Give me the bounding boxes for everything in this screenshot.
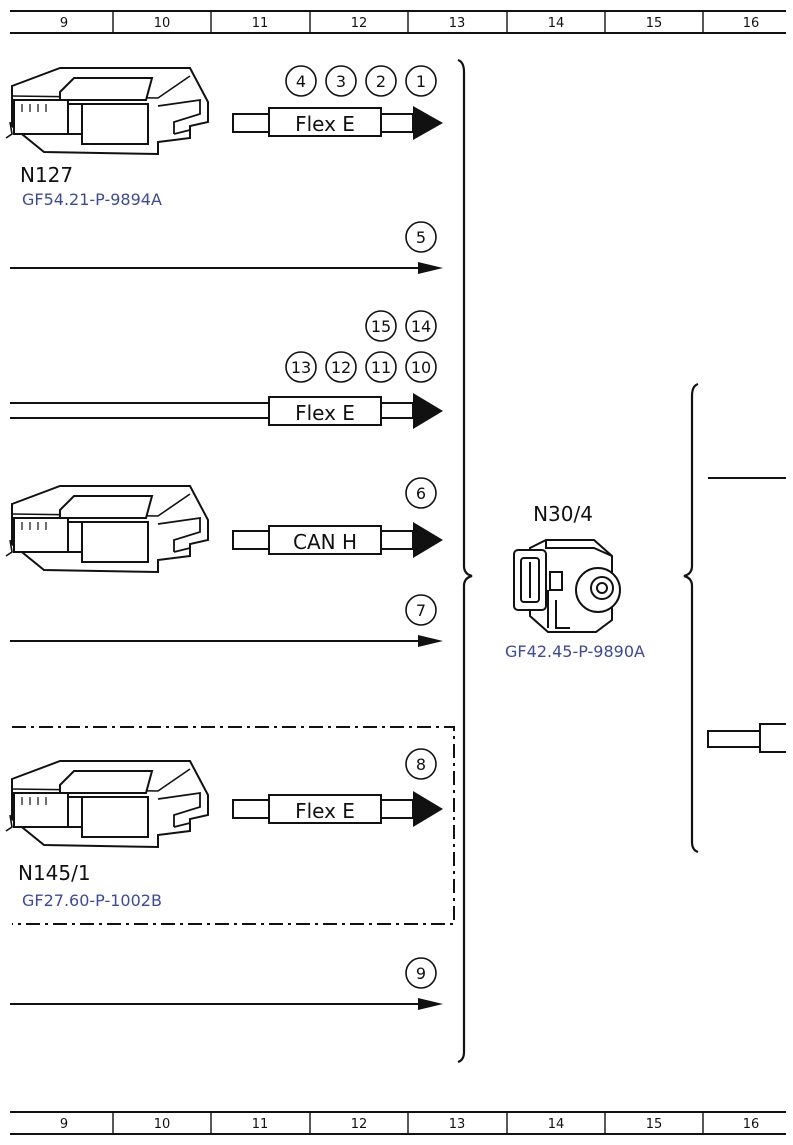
bus-right-partial [707, 723, 786, 753]
svg-text:7: 7 [416, 601, 426, 620]
svg-text:5: 5 [416, 228, 426, 247]
n145-1-label: N145/1 [18, 861, 91, 885]
callout-10: 10 [405, 351, 437, 383]
ruler-top-9: 9 [60, 16, 68, 31]
callout-11: 11 [365, 351, 397, 383]
bus-can-h: CAN H [232, 522, 443, 558]
svg-text:6: 6 [416, 484, 426, 503]
brace-right [683, 382, 699, 854]
svg-text:13: 13 [291, 358, 311, 377]
bus-flex-e-2: Flex E [10, 393, 443, 429]
n145-1-ref-link[interactable]: GF27.60-P-1002B [22, 891, 162, 910]
callout-12: 12 [325, 351, 357, 383]
svg-text:2: 2 [376, 72, 386, 91]
callout-15: 15 [365, 310, 397, 342]
callout-6: 6 [405, 477, 437, 509]
n127-label: N127 [20, 163, 73, 187]
svg-text:3: 3 [336, 72, 346, 91]
n30-4-ref-link[interactable]: GF42.45-P-9890A [505, 642, 645, 661]
ruler-bottom-15: 15 [646, 1117, 663, 1132]
callout-2: 2 [365, 65, 397, 97]
ruler-bottom-10: 10 [154, 1117, 171, 1132]
line-5 [10, 262, 443, 274]
bus-flex-e-4-label: Flex E [295, 799, 355, 823]
n127-ecu-icon [5, 67, 209, 155]
ruler-bottom: 9 10 11 12 13 14 15 16 [10, 1111, 786, 1135]
ruler-top: 9 10 11 12 13 14 15 16 [10, 10, 786, 34]
ruler-bottom-13: 13 [449, 1117, 466, 1132]
ruler-top-16: 16 [743, 16, 760, 31]
n30-4-label: N30/4 [533, 502, 593, 526]
ruler-top-12: 12 [351, 16, 368, 31]
callout-14: 14 [405, 310, 437, 342]
ruler-bottom-16: 16 [743, 1117, 760, 1132]
bus-flex-e-1-label: Flex E [295, 112, 355, 136]
ecu-icon-2 [5, 485, 209, 573]
svg-text:12: 12 [331, 358, 351, 377]
callout-7: 7 [405, 594, 437, 626]
svg-text:9: 9 [416, 964, 426, 983]
n127-ref-link[interactable]: GF54.21-P-9894A [22, 190, 162, 209]
callout-9: 9 [405, 957, 437, 989]
ruler-bottom-12: 12 [351, 1117, 368, 1132]
svg-text:15: 15 [371, 317, 391, 336]
line-7 [10, 635, 443, 647]
svg-text:4: 4 [296, 72, 306, 91]
ruler-bottom-11: 11 [252, 1117, 269, 1132]
bus-flex-e-1: Flex E [232, 106, 443, 140]
ruler-top-14: 14 [548, 16, 565, 31]
callout-5: 5 [405, 221, 437, 253]
callout-3: 3 [325, 65, 357, 97]
svg-text:1: 1 [416, 72, 426, 91]
ruler-top-11: 11 [252, 16, 269, 31]
callout-13: 13 [285, 351, 317, 383]
ruler-bottom-14: 14 [548, 1117, 565, 1132]
n145-1-frame [12, 726, 455, 925]
n145-1-ecu-icon [5, 760, 209, 848]
n30-4-module-icon [513, 539, 621, 633]
line-9 [10, 998, 443, 1010]
callout-8: 8 [405, 748, 437, 780]
ruler-top-10: 10 [154, 16, 171, 31]
bus-flex-e-4: Flex E [232, 791, 443, 827]
bus-can-h-label: CAN H [293, 530, 357, 554]
ruler-top-13: 13 [449, 16, 466, 31]
callout-1: 1 [405, 65, 437, 97]
svg-text:10: 10 [411, 358, 431, 377]
svg-text:11: 11 [371, 358, 391, 377]
ruler-bottom-9: 9 [60, 1117, 68, 1132]
ruler-top-15: 15 [646, 16, 663, 31]
callout-4: 4 [285, 65, 317, 97]
bus-flex-e-2-label: Flex E [295, 401, 355, 425]
svg-text:14: 14 [411, 317, 431, 336]
brace-main [457, 58, 473, 1064]
svg-text:8: 8 [416, 755, 426, 774]
